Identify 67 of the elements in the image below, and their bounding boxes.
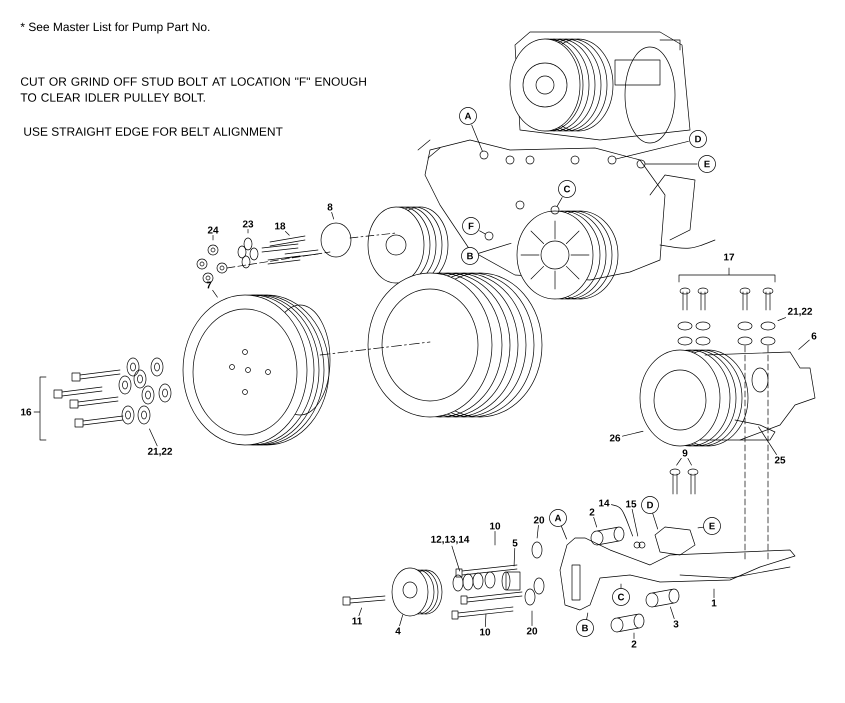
- callout-number: 16: [21, 408, 32, 416]
- callout-number: 20: [526, 627, 538, 635]
- leader-line: [616, 140, 689, 160]
- callout-number: 24: [208, 226, 218, 234]
- callout-number: 4: [395, 628, 401, 634]
- leader-line: [471, 124, 483, 152]
- callout-number: 9: [682, 449, 688, 457]
- callout-number: 11: [352, 618, 362, 624]
- leader-line: [285, 231, 290, 236]
- callout-number: 23: [242, 220, 254, 228]
- bolt-hole: [636, 160, 646, 168]
- leader-line: [622, 430, 644, 437]
- bolt-hole: [484, 232, 494, 240]
- bolt-hole: [550, 206, 560, 214]
- callout-number: 10: [490, 522, 500, 530]
- leader-line: [331, 212, 334, 220]
- leader-line: [556, 197, 562, 207]
- leader-line: [479, 230, 486, 234]
- leader-line: [632, 508, 638, 536]
- leader-line: [778, 317, 786, 321]
- leader-line: [676, 458, 682, 466]
- callout-number: 2: [632, 640, 636, 648]
- bolt-hole: [480, 150, 488, 160]
- leader-line: [670, 606, 675, 619]
- leader-line: [620, 584, 622, 588]
- callout-number: 5: [512, 540, 518, 546]
- callout-number: 18: [275, 222, 286, 230]
- leader-line: [698, 526, 704, 528]
- leader-line: [514, 548, 516, 566]
- callout-number: 12,13,14: [431, 536, 470, 544]
- callout-number: 7: [206, 282, 212, 288]
- callout-number: 2: [590, 508, 594, 516]
- callout-number: 21,22: [788, 308, 812, 316]
- leader-line: [536, 525, 539, 538]
- leader-line: [758, 426, 777, 455]
- leader-line: [494, 531, 496, 546]
- bolt-hole: [608, 156, 616, 164]
- callout-number: 10: [480, 628, 490, 636]
- leader-line: [652, 513, 658, 530]
- leader-line: [798, 340, 810, 350]
- callout-number: 15: [626, 500, 636, 508]
- note-text: * See Master List for Pump Part No.: [20, 22, 210, 34]
- leader-line: [586, 612, 588, 620]
- leader-line: [212, 290, 218, 298]
- callout-number: 3: [673, 620, 678, 628]
- leader-line: [149, 428, 158, 446]
- callout-number: 25: [774, 456, 786, 464]
- callout-number: 8: [328, 203, 332, 211]
- note-text: USE STRAIGHT EDGE FOR BELT ALIGNMENT: [24, 127, 283, 136]
- leader-line: [561, 526, 567, 540]
- callout-number: 21,22: [148, 448, 172, 456]
- callout-number: 6: [812, 332, 816, 340]
- leader-line: [452, 546, 460, 572]
- leader-line: [593, 516, 598, 528]
- leader-line: [399, 614, 404, 626]
- callout-number: 20: [534, 516, 544, 524]
- callout-number: 14: [599, 500, 610, 506]
- leader-line: [358, 608, 362, 616]
- callout-number: 17: [724, 254, 734, 260]
- leader-line: [484, 614, 486, 627]
- callout-number: 26: [610, 434, 620, 442]
- leader-line: [611, 504, 633, 536]
- leader-line: [212, 234, 214, 240]
- leader-line: [478, 242, 512, 254]
- leader-line: [688, 458, 692, 466]
- note-text: CUT OR GRIND OFF STUD BOLT AT LOCATION "F" ENOUGH TO CLEAR IDLER PULLEY BOLT.: [20, 77, 366, 102]
- callout-number: 1: [712, 600, 716, 606]
